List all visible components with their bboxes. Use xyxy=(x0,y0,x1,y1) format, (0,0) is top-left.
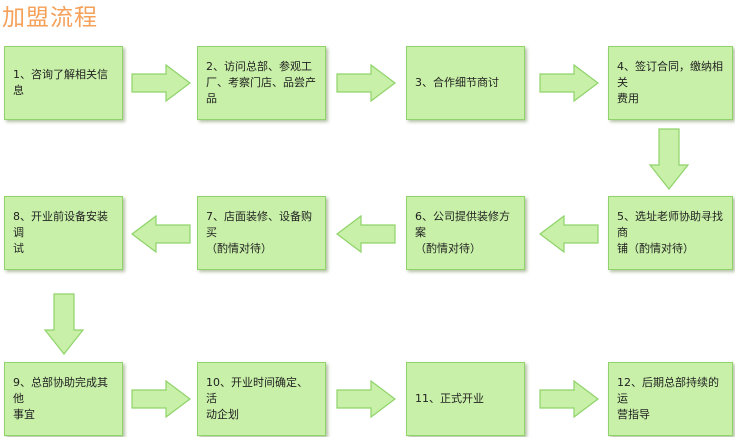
step-7-box: 7、店面装修、设备购买 （酌情对待） xyxy=(197,196,326,270)
step-9-label: 9、总部协助完成其他 事宜 xyxy=(13,376,108,421)
step-1-box: 1、咨询了解相关信息 xyxy=(4,46,123,120)
step-12-label: 12、后期总部持续的运 营指导 xyxy=(617,376,719,421)
arrow-down-icon xyxy=(648,128,690,190)
step-7-label: 7、店面装修、设备购买 （酌情对待） xyxy=(206,210,312,255)
arrow-down-icon xyxy=(43,293,85,355)
step-4-box: 4、签订合同，缴纳相关 费用 xyxy=(608,46,733,120)
step-8-box: 8、开业前设备安装调 试 xyxy=(4,196,123,270)
step-10-label: 10、开业时间确定、活 动企划 xyxy=(206,376,308,421)
arrow-left-icon xyxy=(131,214,191,254)
step-6-box: 6、公司提供装修方案 （酌情对待） xyxy=(406,196,525,270)
step-2-label: 2、访问总部、参观工 厂、考察门店、品尝产品 xyxy=(206,60,316,105)
step-12-box: 12、后期总部持续的运 营指导 xyxy=(608,362,733,436)
page-title: 加盟流程 xyxy=(2,5,98,31)
step-5-label: 5、选址老师协助寻找商 铺（酌情对待） xyxy=(617,210,723,255)
step-2-box: 2、访问总部、参观工 厂、考察门店、品尝产品 xyxy=(197,46,326,120)
step-5-box: 5、选址老师协助寻找商 铺（酌情对待） xyxy=(608,196,733,270)
arrow-right-icon xyxy=(539,63,599,103)
step-10-box: 10、开业时间确定、活 动企划 xyxy=(197,362,326,436)
arrow-right-icon xyxy=(131,63,191,103)
step-8-label: 8、开业前设备安装调 试 xyxy=(13,210,108,255)
step-11-label: 11、正式开业 xyxy=(415,392,484,405)
arrow-right-icon xyxy=(336,379,396,419)
arrow-right-icon xyxy=(539,379,599,419)
arrow-left-icon xyxy=(539,214,599,254)
arrow-right-icon xyxy=(336,63,396,103)
step-4-label: 4、签订合同，缴纳相关 费用 xyxy=(617,60,723,105)
step-1-label: 1、咨询了解相关信息 xyxy=(13,68,108,97)
arrow-left-icon xyxy=(336,214,396,254)
step-3-label: 3、合作细节商讨 xyxy=(415,76,499,89)
step-11-box: 11、正式开业 xyxy=(406,362,525,436)
arrow-right-icon xyxy=(131,379,191,419)
step-3-box: 3、合作细节商讨 xyxy=(406,46,525,120)
step-9-box: 9、总部协助完成其他 事宜 xyxy=(4,362,123,436)
step-6-label: 6、公司提供装修方案 （酌情对待） xyxy=(415,210,510,255)
